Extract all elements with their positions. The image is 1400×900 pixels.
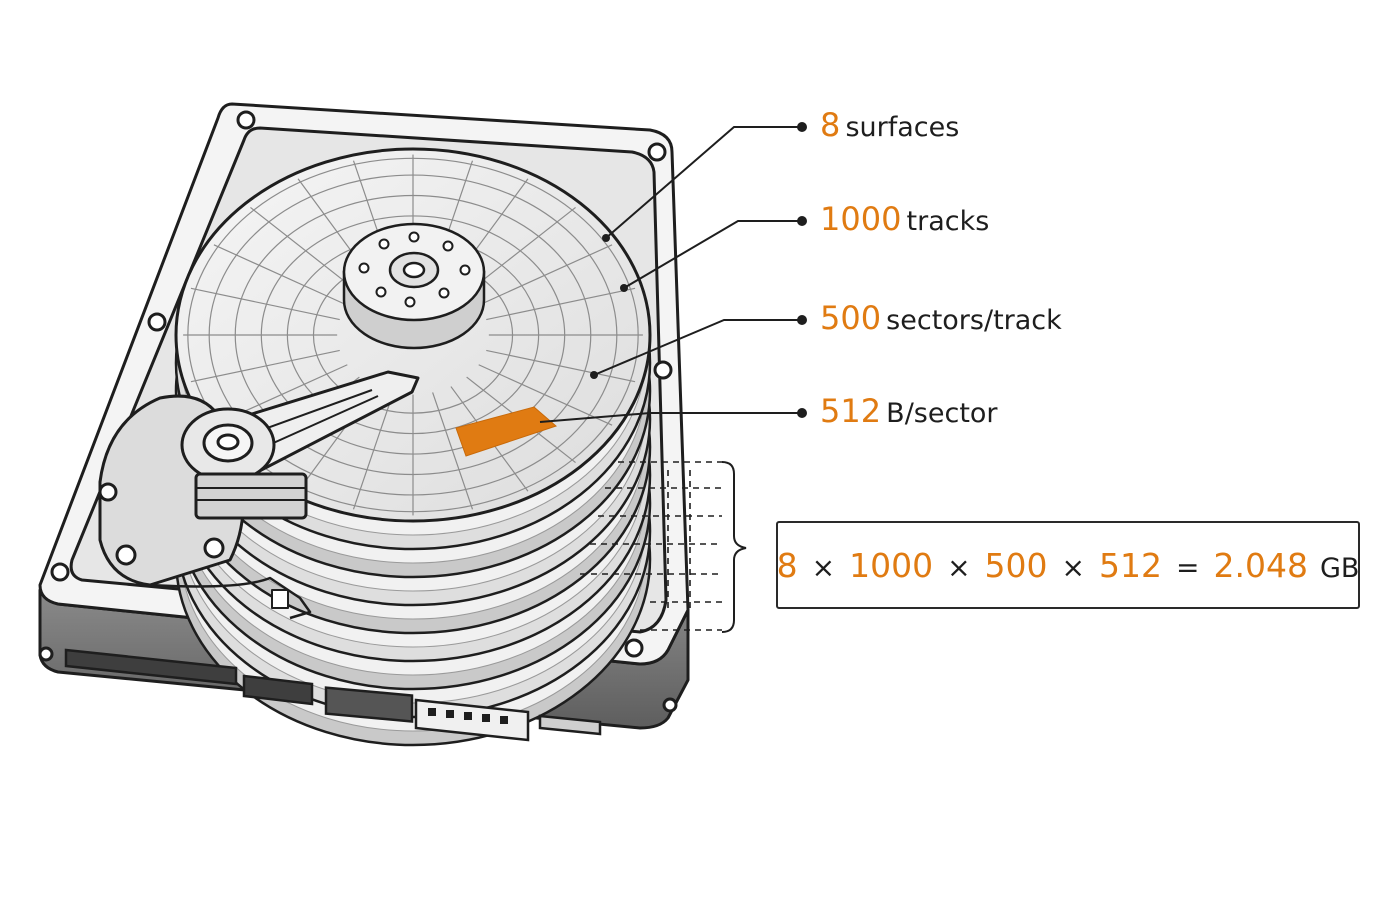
sata-data-connector [64, 648, 238, 686]
leader-dots [590, 122, 807, 418]
sector-line [486, 349, 636, 383]
sector-line [478, 244, 613, 306]
flex-cable [149, 576, 312, 620]
screw [236, 110, 256, 130]
spec-label-tracks: 1000 tracks [820, 200, 989, 238]
formula-sectors: 500 [984, 545, 1048, 585]
actuator-assembly [98, 370, 420, 620]
spec-value: 512 [820, 392, 882, 430]
screw [147, 312, 167, 332]
sector-line [190, 349, 340, 383]
leader-lines [539, 126, 802, 423]
capacity-formula: 8 × 1000 × 500 × 512 = 2.048 GB [777, 546, 1360, 585]
capacity-formula-box: 8 × 1000 × 500 × 512 = 2.048 GB [776, 521, 1360, 609]
arm-stack-block [194, 472, 308, 520]
formula-result: 2.048 [1213, 545, 1308, 585]
spec-value: 1000 [820, 200, 902, 238]
sector-line [250, 206, 360, 294]
formula-equals: = [1176, 550, 1200, 584]
spec-unit: tracks [906, 206, 990, 237]
screw [50, 562, 70, 582]
rear-connectors [64, 648, 602, 742]
sector-line [486, 287, 636, 321]
bracket [721, 461, 747, 633]
spec-unit: sectors/track [886, 305, 1062, 336]
spec-value: 8 [820, 106, 841, 144]
screw [647, 142, 667, 162]
spec-label-surfaces: 8 surfaces [820, 106, 959, 144]
formula-times: × [811, 550, 836, 584]
formula-bytes: 512 [1099, 545, 1162, 585]
sector-line [352, 392, 394, 510]
formula-times: × [947, 550, 971, 584]
formula-tracks: 1000 [849, 545, 934, 585]
highlighted-sector [455, 406, 557, 457]
spec-label-bytes: 512 B/sector [820, 392, 998, 430]
formula-times: × [1061, 550, 1085, 584]
surface-guides [580, 461, 747, 633]
sector-line [213, 244, 348, 306]
sector-line [190, 287, 340, 321]
screw [653, 360, 673, 380]
formula-result-unit: GB [1319, 552, 1360, 584]
chassis-screws [38, 110, 678, 713]
sector-line [432, 392, 474, 510]
screw [662, 697, 678, 713]
formula-surfaces: 8 [776, 545, 798, 585]
spindle-hub [342, 222, 486, 350]
sector-line [478, 364, 613, 426]
jumper-block [324, 686, 414, 723]
spec-unit: surfaces [845, 112, 960, 143]
spec-label-sectors: 500 sectors/track [820, 299, 1062, 337]
sata-power-connector [242, 674, 314, 706]
screw [624, 638, 644, 658]
screw [38, 646, 54, 662]
spec-value: 500 [820, 299, 882, 337]
spec-unit: B/sector [886, 398, 998, 429]
